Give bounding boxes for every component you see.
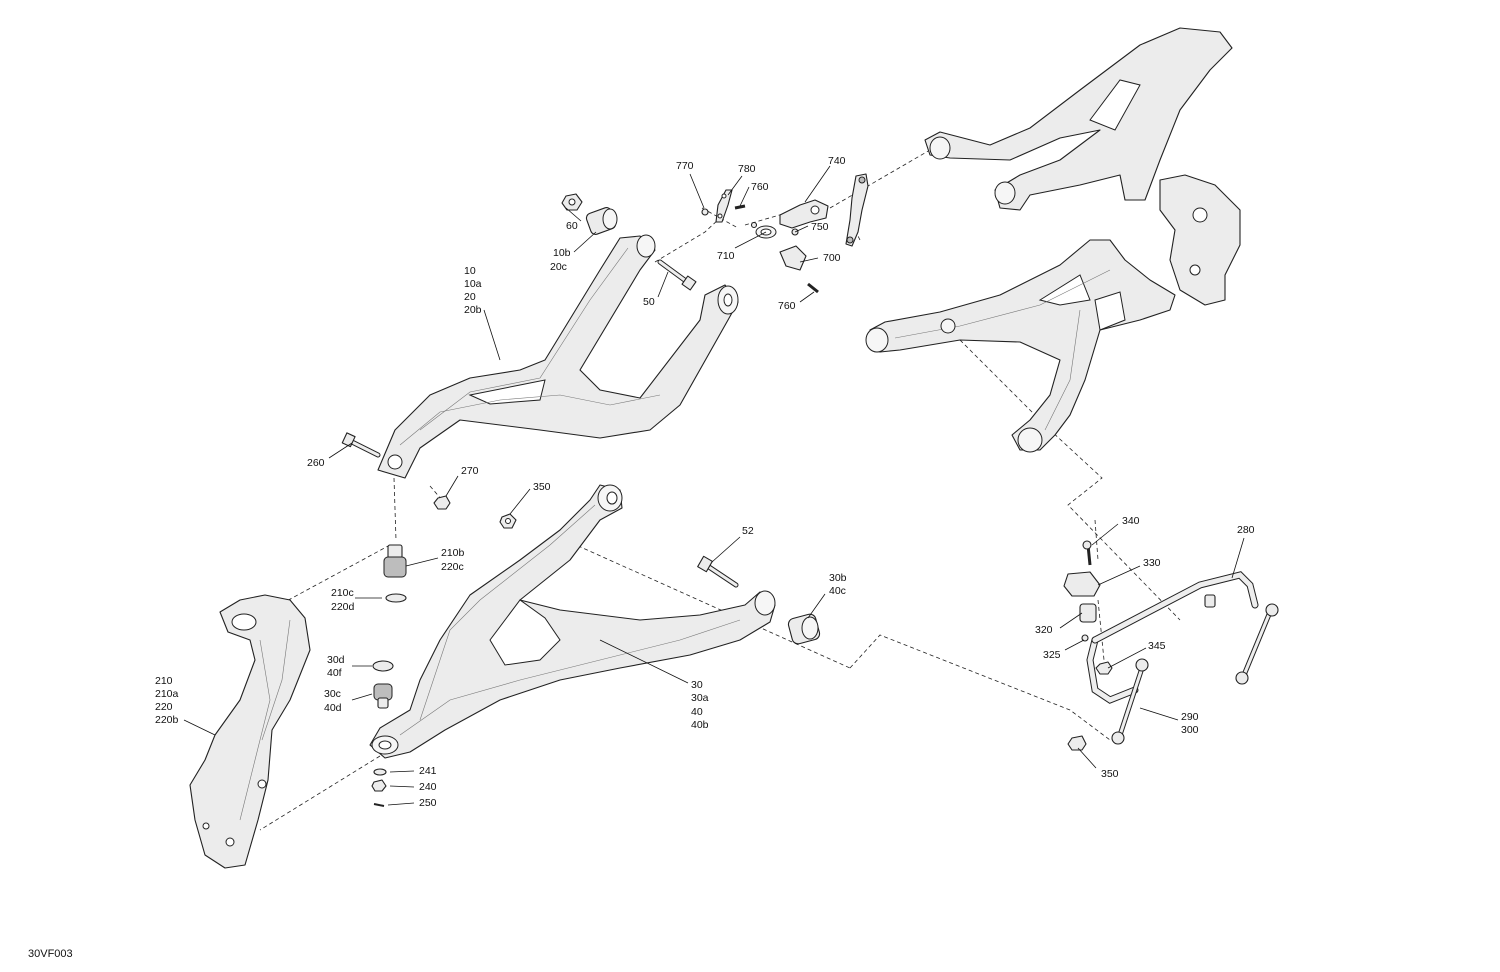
- callout-210a: 210a: [155, 688, 179, 700]
- callout-210c: 210c: [331, 587, 354, 599]
- callout-210b: 210b: [441, 547, 465, 559]
- nut-270: [433, 495, 451, 510]
- callout-220c: 220c: [441, 561, 464, 573]
- bushing-30b: [787, 613, 821, 645]
- callout-350: 350: [533, 481, 551, 493]
- callout-320: 320: [1035, 624, 1053, 636]
- bolt-52: [697, 555, 739, 588]
- callout-10b: 10b: [553, 247, 571, 259]
- callout-210: 210: [155, 675, 173, 687]
- assembled-suspension: [865, 27, 1241, 453]
- callout-40d: 40d: [324, 702, 342, 714]
- ball-joint-210b: [383, 544, 407, 603]
- bolt-260: [341, 432, 381, 458]
- callout-50: 50: [643, 296, 655, 308]
- callout-20: 20: [464, 291, 476, 303]
- callout-240: 240: [419, 781, 437, 793]
- nut-350-upper: [499, 513, 517, 529]
- callout-40b: 40b: [691, 719, 709, 731]
- leader-lines: [183, 165, 1245, 806]
- callout-700: 700: [823, 252, 841, 264]
- callout-30c: 30c: [324, 688, 341, 700]
- callout-52: 52: [742, 525, 754, 537]
- callout-20b: 20b: [464, 304, 482, 316]
- callout-770: 770: [676, 160, 694, 172]
- callout-40c: 40c: [829, 585, 846, 597]
- callout-290: 290: [1181, 711, 1199, 723]
- lower-a-arm: [369, 484, 776, 759]
- callout-780: 780: [738, 163, 756, 175]
- callout-710: 710: [717, 250, 735, 262]
- bolt-50: [657, 259, 697, 291]
- callout-30b: 30b: [829, 572, 847, 584]
- callout-220d: 220d: [331, 601, 355, 613]
- callout-340: 340: [1122, 515, 1140, 527]
- callout-260: 260: [307, 457, 325, 469]
- callout-760: 760: [751, 181, 769, 193]
- callout-250: 250: [419, 797, 437, 809]
- callout-220: 220: [155, 701, 173, 713]
- callout-350: 350: [1101, 768, 1119, 780]
- callout-270: 270: [461, 465, 479, 477]
- knuckle: [189, 594, 311, 869]
- bushing-10b: [585, 207, 618, 235]
- callout-220b: 220b: [155, 714, 179, 726]
- assembly-dashed-lines: [259, 149, 1181, 831]
- callout-30: 30: [691, 679, 703, 691]
- upper-a-arm: [377, 234, 739, 479]
- callout-10a: 10a: [464, 278, 482, 290]
- callout-241: 241: [419, 765, 437, 777]
- hardware-241-250: [371, 768, 387, 807]
- callout-40: 40: [691, 706, 703, 718]
- callout-10: 10: [464, 265, 476, 277]
- callout-760: 760: [778, 300, 796, 312]
- callout-300: 300: [1181, 724, 1199, 736]
- stabilizer-bar-group: [1063, 540, 1279, 751]
- callout-labels: 770 780 760 740 750 710 700 760 60 10b 2…: [28, 155, 1255, 960]
- callout-40f: 40f: [327, 667, 342, 679]
- callout-30a: 30a: [691, 692, 709, 704]
- ball-joint-30c: [372, 660, 394, 709]
- diagram-code: 30VF003: [28, 948, 73, 960]
- callout-60: 60: [566, 220, 578, 232]
- sensor-bracket-group: [701, 173, 869, 294]
- callout-20c: 20c: [550, 261, 567, 273]
- callout-330: 330: [1143, 557, 1161, 569]
- nut-60: [561, 193, 583, 211]
- callout-345: 345: [1148, 640, 1166, 652]
- callout-325: 325: [1043, 649, 1061, 661]
- callout-750: 750: [811, 221, 829, 233]
- callout-30d: 30d: [327, 654, 345, 666]
- callout-280: 280: [1237, 524, 1255, 536]
- callout-740: 740: [828, 155, 846, 167]
